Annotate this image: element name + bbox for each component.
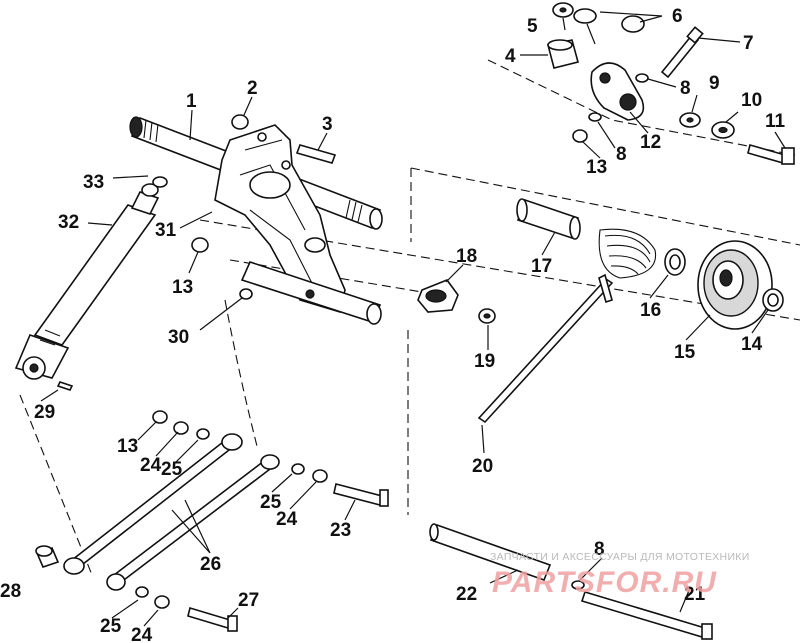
callout-15: 15 — [674, 342, 696, 363]
part-31-arm-bracket — [214, 124, 382, 325]
part-2-nut — [231, 114, 249, 130]
callout-16: 16 — [640, 300, 661, 321]
callout-11: 11 — [765, 111, 786, 132]
callout-14: 14 — [741, 334, 763, 355]
part-29-pin — [56, 381, 74, 391]
part-25-bushings — [135, 428, 305, 598]
part-19-washer — [478, 308, 496, 324]
part-17-sleeve — [516, 198, 581, 240]
part-11-bolt — [747, 144, 795, 165]
part-5-washer — [552, 2, 574, 18]
part-15-idler-wheel — [697, 240, 773, 330]
callout-8-top: 8 — [680, 78, 691, 99]
callout-7: 7 — [743, 33, 754, 54]
part-6-bushings — [573, 8, 645, 33]
part-22-sleeve — [429, 523, 552, 582]
part-4-bushing — [547, 39, 579, 69]
callout-24-mid: 24 — [276, 509, 298, 530]
part-9-washer — [679, 112, 701, 128]
callout-27: 27 — [238, 590, 259, 611]
callout-19: 19 — [474, 351, 495, 372]
part-3-pin — [295, 144, 337, 164]
part-12-idler-plate — [590, 62, 645, 121]
callout-28: 28 — [0, 581, 21, 602]
callout-26: 26 — [200, 554, 221, 575]
callout-29: 29 — [34, 402, 55, 423]
part-18-cam-adjuster — [417, 279, 459, 313]
callout-21: 21 — [684, 584, 706, 605]
part-16-washer — [664, 248, 686, 276]
watermark-brand: PARTSFOR.RU — [492, 566, 717, 599]
callout-17: 17 — [531, 256, 552, 277]
part-20-torsion-spring — [477, 228, 657, 424]
part-23-bolt — [333, 483, 389, 507]
assembly-guide-lines — [19, 59, 800, 576]
callout-30: 30 — [168, 327, 189, 348]
callout-6: 6 — [672, 6, 683, 27]
part-33-bushing — [152, 176, 168, 188]
part-10-washer — [711, 121, 735, 139]
callout-8-mid: 8 — [616, 144, 627, 165]
callout-24-upper: 24 — [140, 455, 162, 476]
watermark-tagline: ЗАПЧАСТИ И АКСЕССУАРЫ ДЛЯ МОТОТЕХНИКИ — [490, 551, 750, 563]
callout-9: 9 — [709, 73, 720, 94]
part-24-washers — [154, 421, 328, 609]
part-28-bushing — [35, 545, 60, 568]
part-13-nuts — [152, 129, 588, 424]
callout-12: 12 — [640, 132, 661, 153]
callout-3: 3 — [322, 114, 333, 135]
callout-labels: 1 2 3 4 5 6 7 8 9 10 11 12 8 13 33 32 31… — [0, 6, 786, 643]
callout-23: 23 — [330, 520, 351, 541]
callout-1: 1 — [186, 91, 197, 112]
part-30-fitting — [239, 288, 253, 300]
callout-22: 22 — [456, 584, 477, 605]
part-14-bearing — [762, 288, 784, 312]
callout-25-low: 25 — [100, 616, 122, 637]
part-7-bolt — [660, 26, 704, 79]
part-8-washers — [571, 73, 649, 590]
callout-20: 20 — [472, 456, 493, 477]
callout-13-low: 13 — [117, 436, 138, 457]
callout-18: 18 — [456, 246, 477, 267]
callout-2: 2 — [247, 78, 258, 99]
callout-13-top: 13 — [586, 157, 607, 178]
callout-25-mid: 25 — [260, 492, 282, 513]
callout-10: 10 — [741, 90, 762, 111]
callout-5: 5 — [527, 16, 538, 37]
leader-lines — [40, 11, 786, 627]
callout-33: 33 — [83, 172, 104, 193]
callout-13-mid: 13 — [172, 277, 193, 298]
part-26-links — [63, 433, 280, 591]
callout-24-low: 24 — [131, 625, 153, 643]
callout-8-low: 8 — [594, 539, 605, 560]
callout-31: 31 — [155, 220, 177, 241]
part-32-shock-absorber — [14, 183, 160, 380]
callout-25-upper: 25 — [161, 459, 183, 480]
part-21-bolt — [580, 591, 713, 640]
callout-32: 32 — [58, 212, 79, 233]
part-27-bolt — [187, 606, 238, 632]
callout-4: 4 — [505, 46, 516, 67]
